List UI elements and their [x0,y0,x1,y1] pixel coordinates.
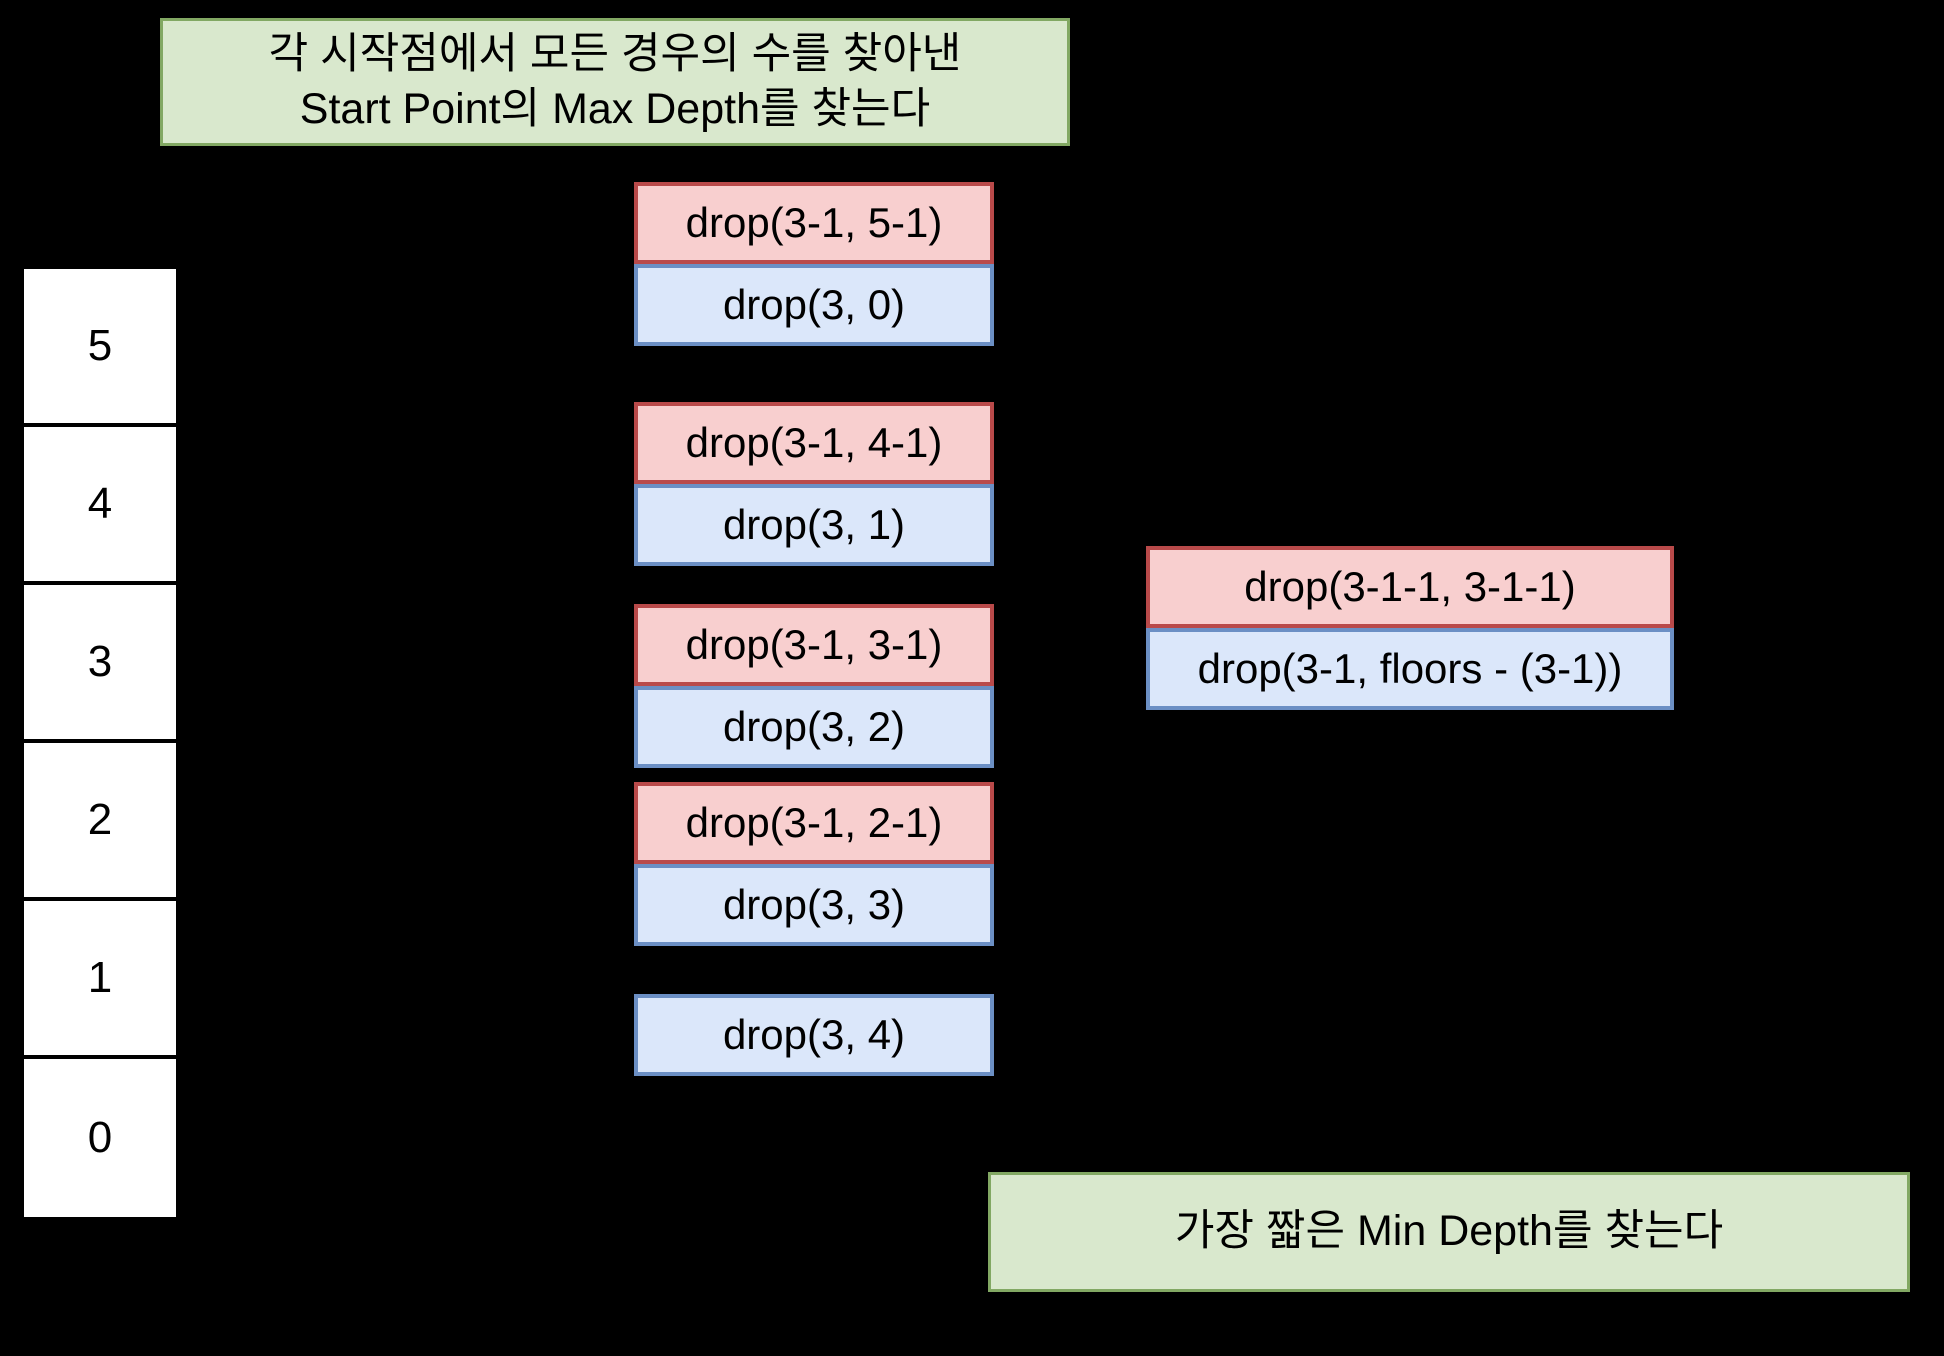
floor-cell: 2 [24,743,176,901]
call-box-pink: drop(3-1-1, 3-1-1) [1146,546,1674,628]
call-box-blue: drop(3, 0) [634,264,994,346]
call-box-blue: drop(3, 2) [634,686,994,768]
call-box-blue: drop(3, 1) [634,484,994,566]
call-box-blue: drop(3, 4) [634,994,994,1076]
call-box-pink: drop(3-1, 5-1) [634,182,994,264]
note-max-depth: 각 시작점에서 모든 경우의 수를 찾아낸 Start Point의 Max D… [160,18,1070,146]
call-stack-group: drop(3, 4) [634,994,994,1076]
call-box-blue: drop(3-1, floors - (3-1)) [1146,628,1674,710]
floors-column: 5 4 3 2 1 0 [20,265,180,1221]
note-min-depth: 가장 짧은 Min Depth를 찾는다 [988,1172,1910,1292]
floor-cell: 3 [24,585,176,743]
floor-cell: 1 [24,901,176,1059]
call-stack-group: drop(3-1, 5-1) drop(3, 0) [634,182,994,346]
floor-cell: 4 [24,427,176,585]
call-box-pink: drop(3-1, 2-1) [634,782,994,864]
call-stack-group: drop(3-1, 3-1) drop(3, 2) [634,604,994,768]
call-stack-group: drop(3-1, 2-1) drop(3, 3) [634,782,994,946]
floor-cell: 5 [24,269,176,427]
call-stack-group: drop(3-1, 4-1) drop(3, 1) [634,402,994,566]
call-box-pink: drop(3-1, 4-1) [634,402,994,484]
call-stack-group-right: drop(3-1-1, 3-1-1) drop(3-1, floors - (3… [1146,546,1674,710]
call-box-pink: drop(3-1, 3-1) [634,604,994,686]
floor-cell: 0 [24,1059,176,1217]
call-box-blue: drop(3, 3) [634,864,994,946]
